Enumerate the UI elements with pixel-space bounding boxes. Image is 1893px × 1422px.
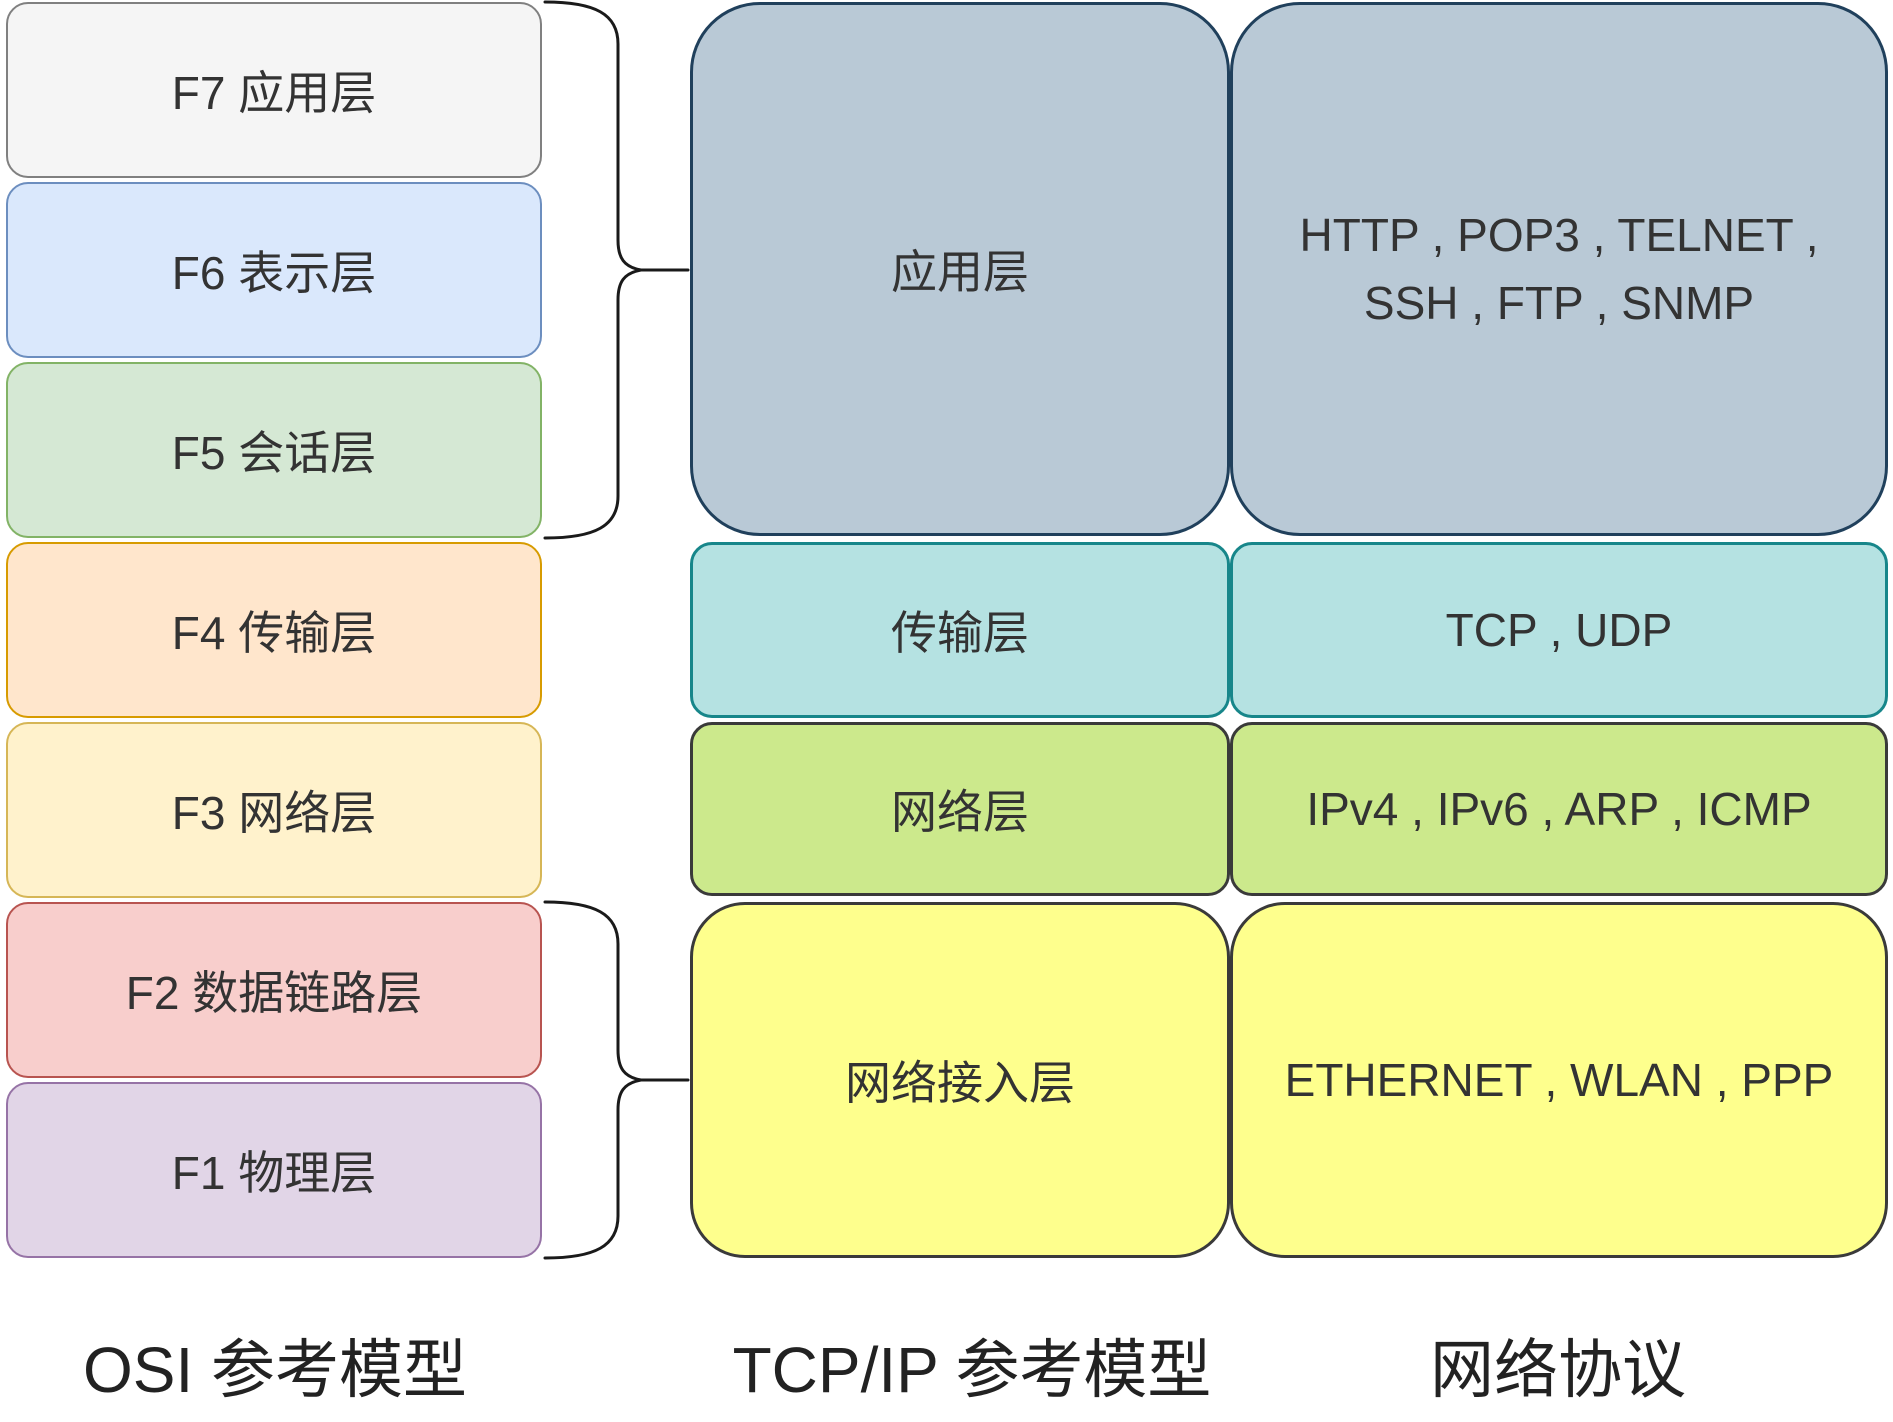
protocol-line: HTTP , POP3 , TELNET , xyxy=(1299,209,1819,261)
tcpip-layer-transport: 传输层 xyxy=(690,542,1230,718)
protocols-network-access-cell: ETHERNET , WLAN , PPP xyxy=(1230,902,1888,1258)
tcpip-layer-label: 网络接入层 xyxy=(845,1057,1075,1109)
osi-layer-f7-application: F7 应用层 xyxy=(6,2,542,178)
protocol-line: ETHERNET , WLAN , PPP xyxy=(1284,1054,1834,1106)
protocol-list: HTTP , POP3 , TELNET , SSH , FTP , SNMP xyxy=(1300,208,1819,330)
tcpip-layer-label: 网络层 xyxy=(891,786,1029,838)
osi-layer-label: F6 表示层 xyxy=(171,247,377,299)
osi-layer-label: F4 传输层 xyxy=(171,607,377,659)
osi-layer-f1-physical: F1 物理层 xyxy=(6,1082,542,1258)
osi-layer-f6-presentation: F6 表示层 xyxy=(6,182,542,358)
protocol-line: SSH , FTP , SNMP xyxy=(1363,277,1755,329)
osi-layer-f2-datalink: F2 数据链路层 xyxy=(6,902,542,1078)
tcpip-layer-network-access: 网络接入层 xyxy=(690,902,1230,1258)
protocols-application-cell: HTTP , POP3 , TELNET , SSH , FTP , SNMP xyxy=(1230,2,1888,536)
osi-layer-f4-transport: F4 传输层 xyxy=(6,542,542,718)
brace-f7-f5-to-application-icon xyxy=(543,0,642,540)
protocol-line: IPv4 , IPv6 , ARP , ICMP xyxy=(1306,783,1812,835)
osi-layer-label: F5 会话层 xyxy=(171,427,377,479)
tcpip-layer-application: 应用层 xyxy=(690,2,1230,536)
osi-layer-label: F1 物理层 xyxy=(171,1147,377,1199)
osi-layer-f3-network: F3 网络层 xyxy=(6,722,542,898)
tcpip-column-title: TCP/IP 参考模型 xyxy=(732,1334,1212,1406)
protocols-network-cell: IPv4 , IPv6 , ARP , ICMP xyxy=(1230,722,1888,896)
tcpip-layer-network: 网络层 xyxy=(690,722,1230,896)
protocol-line: TCP , UDP xyxy=(1445,604,1673,656)
osi-layer-label: F2 数据链路层 xyxy=(125,967,423,1019)
osi-column-title: OSI 参考模型 xyxy=(82,1334,468,1406)
brace-f2-f1-to-network-access-icon xyxy=(543,900,642,1260)
tcpip-layer-label: 传输层 xyxy=(891,607,1029,659)
protocols-column-title: 网络协议 xyxy=(1430,1334,1686,1406)
tcpip-layer-label: 应用层 xyxy=(891,246,1029,298)
osi-layer-f5-session: F5 会话层 xyxy=(6,362,542,538)
osi-layer-label: F3 网络层 xyxy=(171,787,377,839)
protocols-transport-cell: TCP , UDP xyxy=(1230,542,1888,718)
osi-layer-label: F7 应用层 xyxy=(171,67,377,119)
